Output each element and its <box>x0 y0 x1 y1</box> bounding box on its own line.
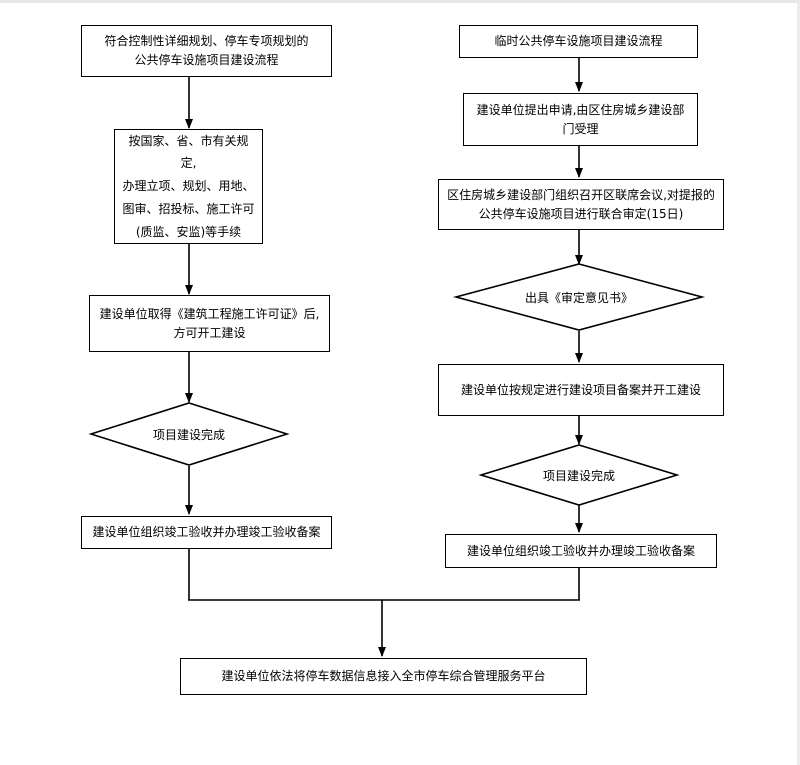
right-box-temporary-flow: 临时公共停车设施项目建设流程 <box>459 25 698 58</box>
left-box-planning-compliant: 符合控制性详细规划、停车专项规划的 公共停车设施项目建设流程 <box>81 25 332 77</box>
right-box-completion-acceptance: 建设单位组织竣工验收并办理竣工验收备案 <box>445 534 717 568</box>
final-box-text: 建设单位依法将停车数据信息接入全市停车综合管理服务平台 <box>221 669 546 684</box>
left-box2-line1: 按国家、省、市有关规定, <box>128 133 249 171</box>
right-box-application: 建设单位提出申请,由区住房城乡建设部 门受理 <box>463 93 698 146</box>
right-diamond1-label: 出具《审定意见书》 <box>524 290 633 305</box>
right-box4-text: 建设单位按规定进行建设项目备案并开工建设 <box>460 382 701 397</box>
left-box2-line4: (质监、安监)等手续 <box>135 224 242 239</box>
right-box1-text: 临时公共停车设施项目建设流程 <box>494 34 663 49</box>
right-box-record-and-start: 建设单位按规定进行建设项目备案并开工建设 <box>438 364 724 416</box>
left-box2-line2: 办理立项、规划、用地、 <box>122 179 255 194</box>
left-box4-text: 建设单位组织竣工验收并办理竣工验收备案 <box>92 525 321 540</box>
left-diamond-label: 项目建设完成 <box>152 427 225 442</box>
diamond-right-approval-letter <box>452 263 706 331</box>
right-box2-line1: 建设单位提出申请,由区住房城乡建设部 <box>476 102 685 117</box>
left-box-construction-permit: 建设单位取得《建筑工程施工许可证》后, 方可开工建设 <box>89 295 330 352</box>
right-box3-line2: 公共停车设施项目进行联合审定(15日) <box>478 206 684 221</box>
left-box-completion-acceptance: 建设单位组织竣工验收并办理竣工验收备案 <box>81 516 332 549</box>
diamond-left-project-complete <box>88 402 290 466</box>
page-right-border <box>797 0 800 765</box>
left-box-procedures: 按国家、省、市有关规定, 办理立项、规划、用地、 图审、招投标、施工许可 (质监… <box>114 129 263 244</box>
right-box2-line2: 门受理 <box>562 121 599 136</box>
page-top-border <box>0 0 800 3</box>
final-box-data-platform: 建设单位依法将停车数据信息接入全市停车综合管理服务平台 <box>180 658 587 695</box>
right-box3-line1: 区住房城乡建设部门组织召开区联席会议,对提报的 <box>447 187 715 202</box>
left-box3-line1: 建设单位取得《建筑工程施工许可证》后, <box>99 306 320 321</box>
left-box2-line3: 图审、招投标、施工许可 <box>122 201 255 216</box>
left-box1-line1: 符合控制性详细规划、停车专项规划的 <box>104 34 309 49</box>
left-box1-line2: 公共停车设施项目建设流程 <box>134 53 279 67</box>
diamond-right-project-complete <box>478 444 680 506</box>
left-box3-line2: 方可开工建设 <box>173 325 246 340</box>
right-box5-text: 建设单位组织竣工验收并办理竣工验收备案 <box>466 543 695 558</box>
right-box-joint-review: 区住房城乡建设部门组织召开区联席会议,对提报的 公共停车设施项目进行联合审定(1… <box>438 179 724 230</box>
right-diamond2-label: 项目建设完成 <box>542 468 615 483</box>
